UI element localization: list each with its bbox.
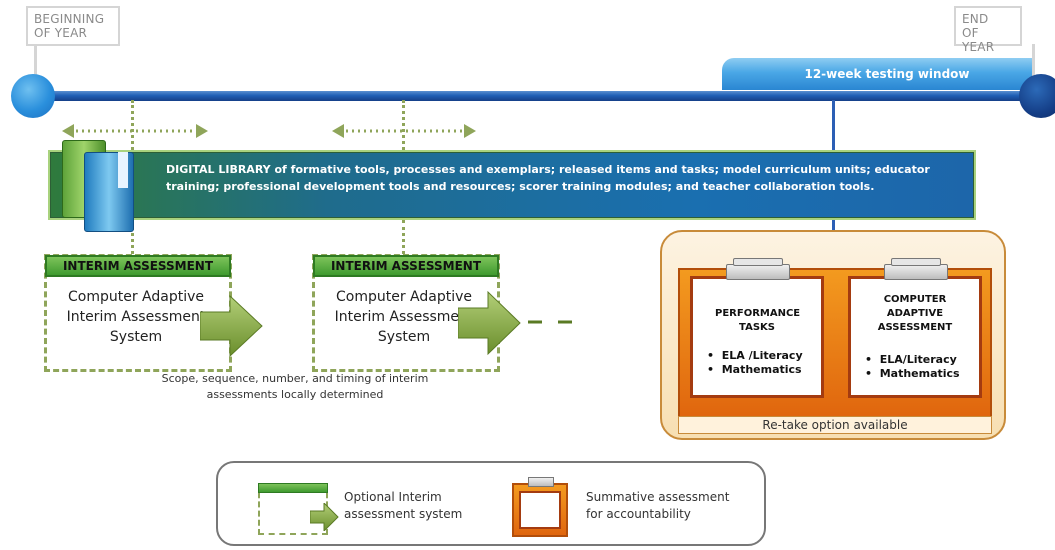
computer-adaptive-item-1: • ELA/Literacy	[865, 353, 957, 366]
interim-assessment-body-2: Computer Adaptive Interim Assessment Sys…	[334, 289, 474, 345]
legend-summative-icon	[512, 477, 568, 537]
legend: Optional Interim assessment system Summa…	[216, 461, 766, 546]
legend-summative-label: Summative assessment for accountability	[586, 490, 730, 521]
computer-adaptive-clip-top	[891, 258, 941, 266]
interim-1-connector-bottom	[131, 220, 134, 254]
timeline-start-marker	[11, 74, 55, 118]
digital-library-banner: DIGITAL LIBRARY of formative tools, proc…	[48, 150, 976, 220]
interim-arrow-2	[458, 290, 521, 356]
legend-interim-icon-header	[258, 483, 328, 493]
interim-2-connector-top	[402, 100, 405, 150]
timeline-end-marker	[1019, 74, 1055, 118]
bookmark-ribbon	[118, 152, 128, 188]
start-flag-line-1: BEGINNING	[34, 12, 105, 26]
legend-summative-icon-page	[519, 491, 561, 529]
interim-1-connector-top	[131, 100, 134, 150]
performance-tasks-item-2: • Mathematics	[707, 363, 802, 376]
testing-window-label: 12-week testing window	[722, 58, 1032, 90]
end-flag-line-1: END	[962, 12, 989, 26]
performance-tasks-clip-top	[733, 258, 783, 266]
performance-tasks-card: PERFORMANCE TASKS • ELA /Literacy • Math…	[690, 276, 824, 398]
start-of-year-flag: BEGINNING OF YEAR	[26, 6, 120, 46]
digital-library-description: DIGITAL LIBRARY of formative tools, proc…	[166, 161, 956, 195]
interim-assessment-header-1: INTERIM ASSESSMENT	[45, 255, 231, 277]
digital-library-heading: DIGITAL LIBRARY	[166, 163, 271, 176]
retake-option-label: Re-take option available	[678, 416, 992, 434]
computer-adaptive-title: COMPUTER ADAPTIVE ASSESSMENT	[877, 294, 953, 333]
start-flag-pole	[34, 44, 37, 84]
interim-2-connector-bottom	[402, 220, 405, 254]
summative-assessment-container: PERFORMANCE TASKS • ELA /Literacy • Math…	[660, 230, 1006, 440]
digital-library-text: of formative tools, processes and exempl…	[166, 163, 930, 193]
performance-tasks-item-1: • ELA /Literacy	[707, 349, 803, 362]
interim-arrow-1	[200, 294, 263, 358]
legend-interim-arrow	[310, 503, 339, 531]
performance-tasks-clip	[726, 264, 790, 280]
end-of-year-flag: END OF YEAR	[954, 6, 1022, 54]
computer-adaptive-list: • ELA/Literacy • Mathematics	[865, 353, 960, 381]
school-year-timeline	[34, 91, 1034, 101]
interim-assessment-header-2: INTERIM ASSESSMENT	[313, 255, 499, 277]
computer-adaptive-item-2: • Mathematics	[865, 367, 960, 380]
end-flag-line-2: OF YEAR	[962, 26, 995, 54]
legend-interim-icon	[258, 483, 328, 535]
computer-adaptive-card: COMPUTER ADAPTIVE ASSESSMENT • ELA/Liter…	[848, 276, 982, 398]
interim-timing-note: Scope, sequence, number, and timing of i…	[161, 372, 429, 401]
continuation-dashes	[528, 320, 572, 324]
interim-assessment-body-1: Computer Adaptive Interim Assessment Sys…	[66, 289, 206, 345]
end-flag-pole	[1032, 44, 1035, 80]
performance-tasks-list: • ELA /Literacy • Mathematics	[707, 349, 803, 377]
start-flag-line-2: OF YEAR	[34, 26, 88, 40]
books-icon	[60, 138, 140, 234]
computer-adaptive-clip	[884, 264, 948, 280]
legend-interim-label: Optional Interim assessment system	[344, 490, 463, 521]
performance-tasks-title: PERFORMANCE TASKS	[715, 308, 801, 333]
legend-summative-icon-clip	[528, 477, 554, 487]
